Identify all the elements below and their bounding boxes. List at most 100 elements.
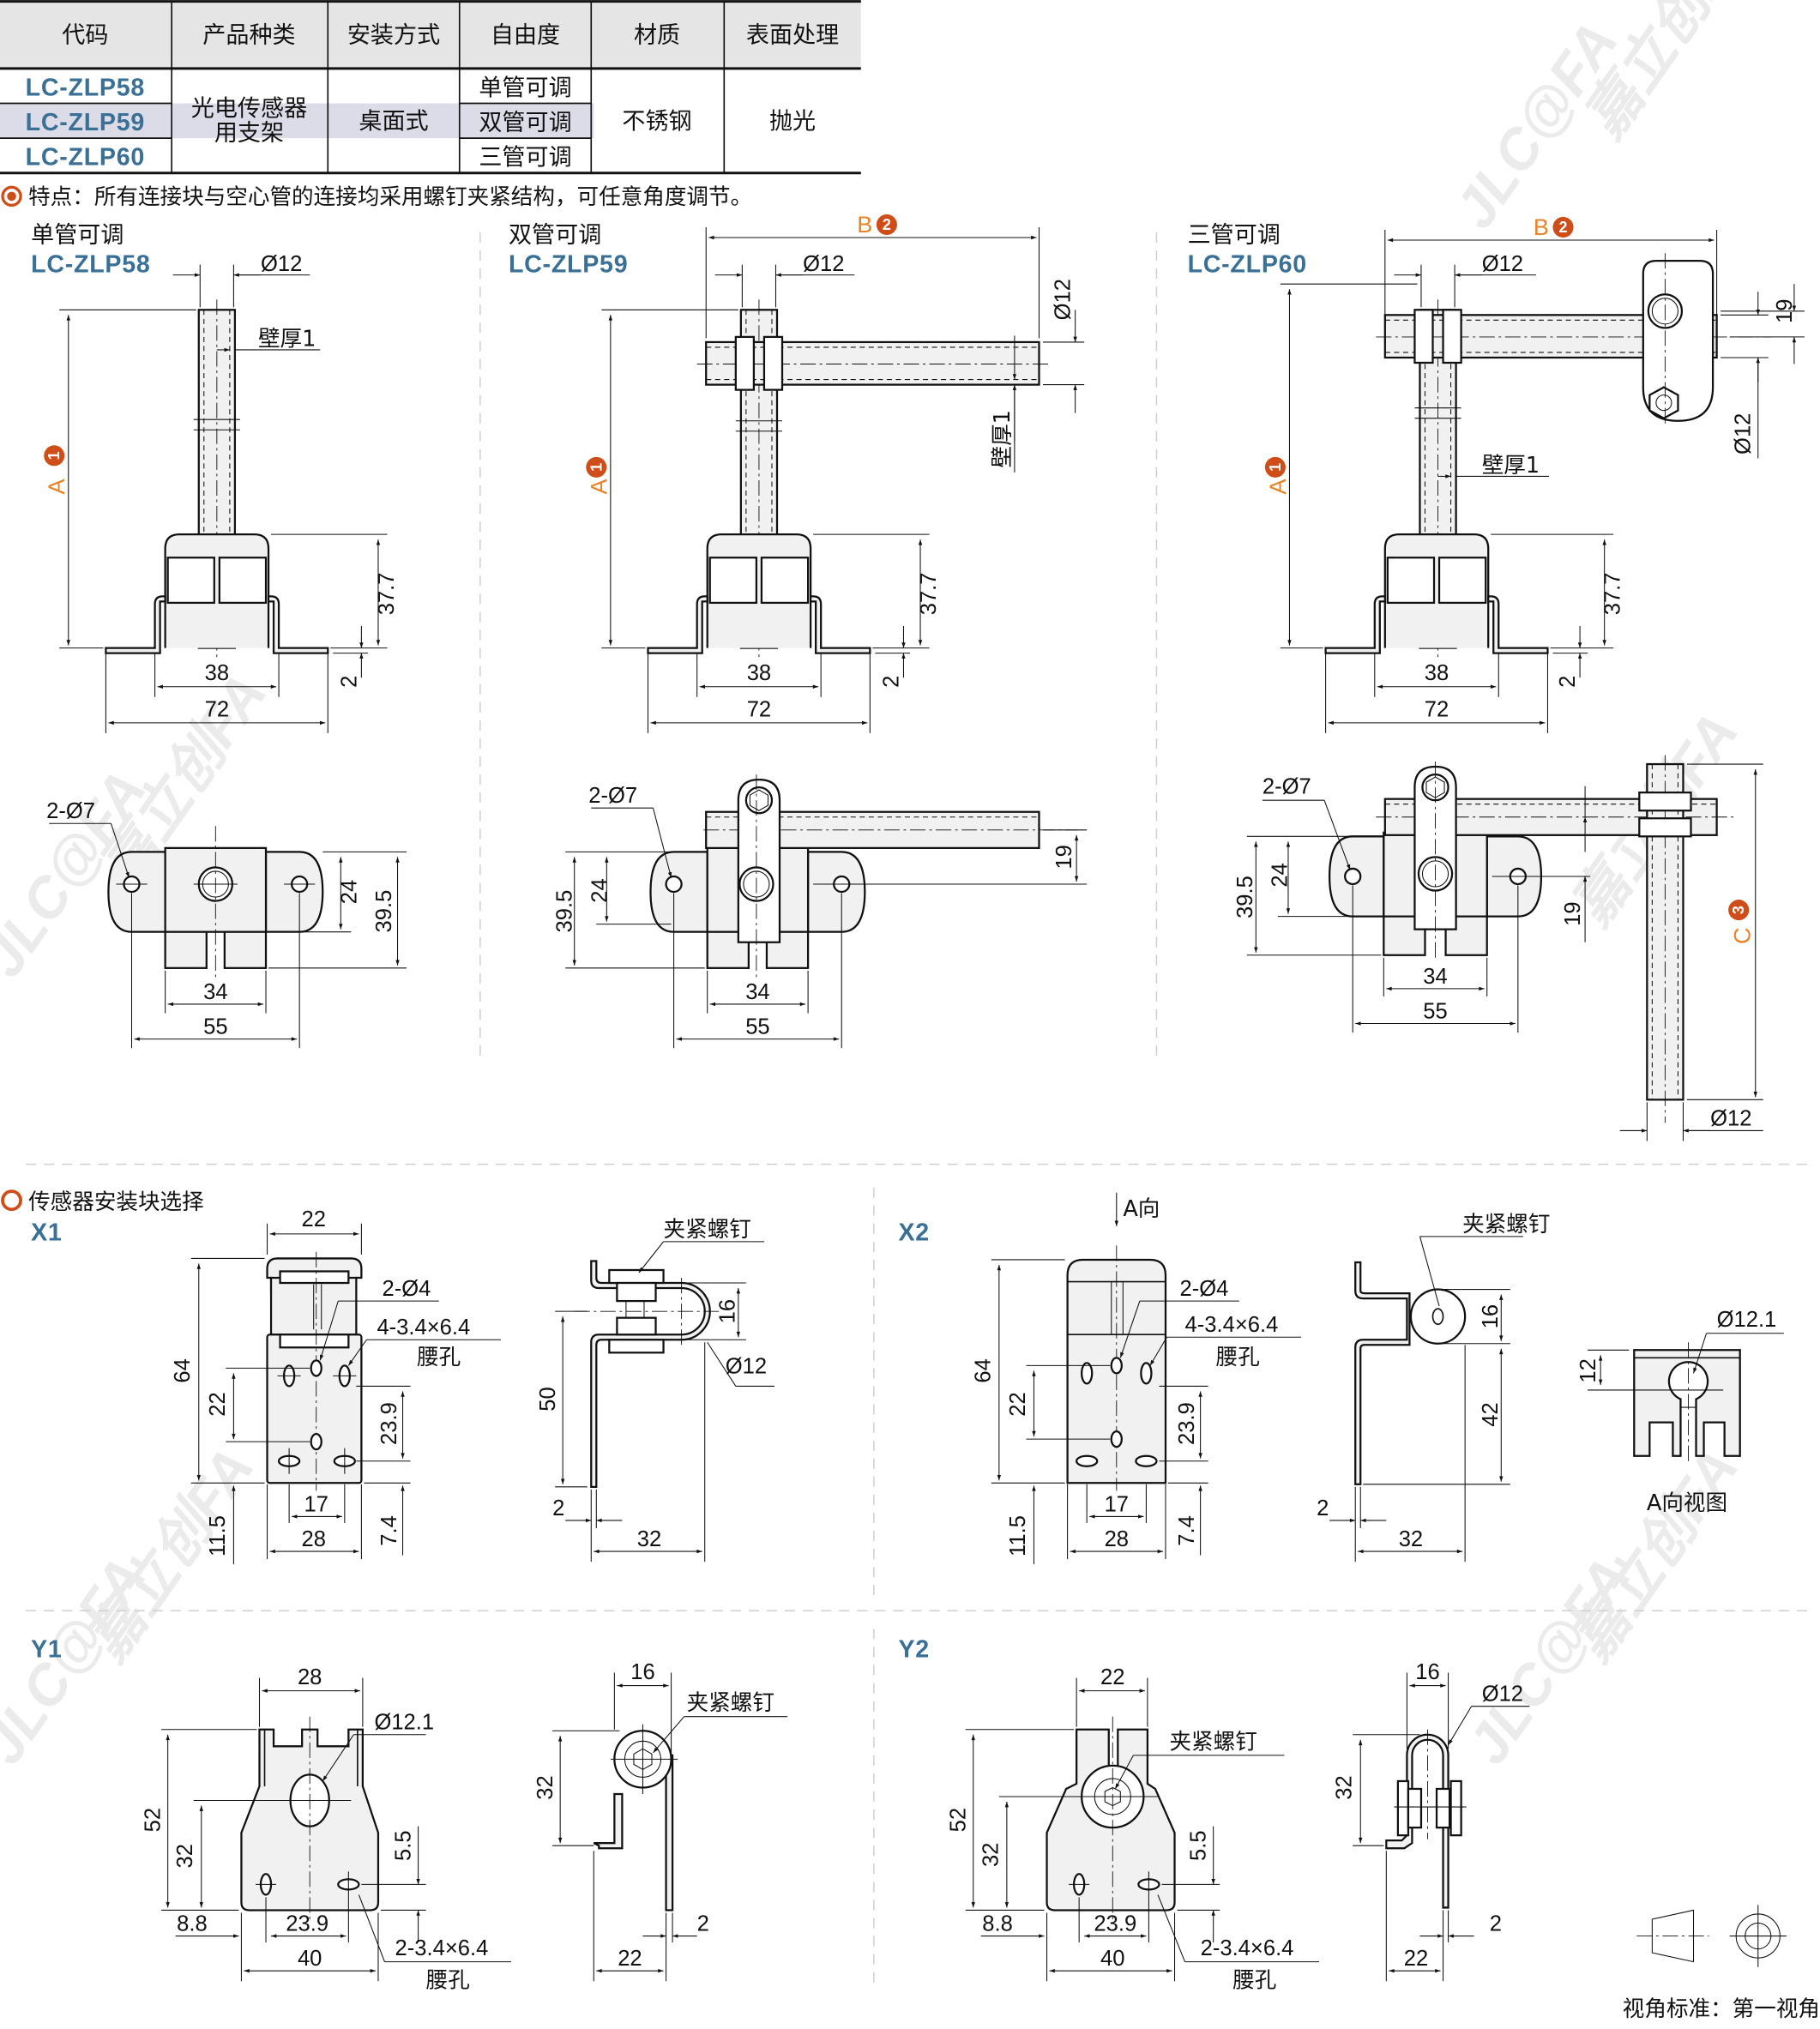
dim-16: 16 [715,1299,739,1323]
drawing-stroke [1435,1787,1451,1829]
dim-base-height: 37.7 [917,572,941,615]
freedom-cell: 单管可调 [479,75,571,101]
dimension-line [1114,1755,1134,1790]
drawing-stroke [279,1334,350,1349]
drawing-stroke [708,557,758,605]
dim-b-label: B [1534,214,1549,240]
dim-hole: 2-Ø4 [1180,1277,1229,1301]
dim-28: 28 [298,1665,322,1689]
swivel-clamp [737,778,781,943]
label-group: 19 [1561,901,1585,925]
block-x2: X2 A向 64 22 11.5 23.9 7.4 17 28 2-Ø4 4-3… [898,1192,1784,1565]
section-title: 传感器安装块选择 [28,1189,204,1215]
dim-slot: 4-3.4×6.4 [1185,1313,1279,1337]
label-group: 16 [715,1299,739,1323]
dim-28: 28 [1105,1527,1129,1551]
dim-holes: 2-Ø7 [588,784,637,808]
block-y1: Y1 28 52 32 5.5 Ø12.1 8.8 23.9 40 2-3.4×… [31,1635,788,1994]
drawing-stroke [1324,595,1386,654]
dim-55: 55 [1423,1000,1447,1024]
drawing-stroke [1140,1362,1153,1385]
label-group: 32 [173,1844,197,1868]
target-icon [1,185,22,208]
label-group: 1 [588,463,605,472]
feature-note: 特点：所有连接块与空心管的连接均采用螺钉夹紧结构，可任意角度调节。 [1,184,752,210]
dim-64: 64 [971,1358,995,1382]
drawing-stroke [1407,1787,1423,1829]
badge-1: 1 [1267,463,1284,472]
dim-holes: 2-Ø7 [1263,775,1311,799]
dimension-line [1119,1300,1141,1358]
type-cell: 光电传感器 [191,96,307,123]
dim-wall: 壁厚1 [1482,453,1540,479]
dim-22: 22 [1404,1947,1428,1971]
dimension-line [1655,394,1672,412]
horizontal-arm [705,340,1040,386]
label-group: 5.5 [392,1830,416,1861]
dim-34: 34 [1423,965,1447,989]
dim-23-9: 23.9 [286,1912,328,1936]
dim-22: 22 [1100,1665,1124,1689]
badge-2: 2 [883,216,891,233]
clamp-screw-label: 夹紧螺钉 [1169,1729,1257,1755]
drawing-stroke [760,557,810,605]
finish-cell: 抛光 [769,109,816,135]
dim-5-5: 5.5 [392,1830,416,1861]
view-arrow-label: A向 [1123,1196,1160,1222]
dim-2: 2 [1317,1496,1329,1520]
dimension-line [358,1894,385,1962]
drawing-stroke [1728,900,1750,921]
label-group: 3 [1730,906,1747,914]
dim-a-label: A [585,479,612,495]
dim-8-8: 8.8 [177,1912,208,1936]
label-group: 37.7 [375,572,399,615]
drawing-stroke [876,214,897,236]
drawing-stroke [1449,1779,1462,1837]
label-group: Ø12 [1052,279,1076,320]
dim-inner-width: 38 [1425,661,1449,685]
drawing-stroke [665,875,683,894]
label-group: A [585,479,612,495]
drawing-stroke [264,851,324,933]
dim-2: 2 [552,1496,564,1520]
table-highlight-row [0,103,594,139]
dim-hole: 2-Ø4 [382,1277,431,1301]
label-group: 32 [1333,1775,1357,1799]
dim-slot-name: 腰孔 [426,1968,470,1994]
label-group: 52 [142,1808,166,1832]
label-group: 37.7 [1601,572,1625,615]
dim-34: 34 [745,980,769,1004]
dim-tube-dia: Ø12 [803,252,844,276]
header-material: 材质 [634,22,680,49]
drawing-stroke [1442,309,1462,364]
dimension-line [1111,1281,1124,1335]
dim-tube-dia: Ø12 [1482,252,1523,276]
label-group: 19 [1773,299,1797,323]
dim-dia: Ø12 [1482,1683,1523,1707]
drawing-stroke [1431,1308,1444,1326]
badge-3: 3 [1730,906,1747,914]
block-label: X2 [898,1219,929,1246]
dimension-line [110,823,130,878]
clamp-screw-label: 夹紧螺钉 [687,1690,774,1716]
drawing-stroke [164,930,208,969]
label-group: 24 [588,878,612,902]
badge-1: 1 [45,451,63,460]
drawing-stroke [166,557,215,605]
label-group: 24 [337,880,361,904]
dimension-line [1149,1336,1167,1366]
base-ear [107,851,166,933]
drawing-stroke [706,930,750,969]
freedom-cell: 三管可调 [479,145,571,172]
dim-a-label: A [43,479,69,495]
drawing-stroke [218,557,268,605]
dimension-line [319,1300,339,1361]
base-bracket [105,595,166,654]
projection-symbol: 视角标准：第一视角 [1623,1905,1820,2022]
dim-22: 22 [206,1392,230,1416]
dim-base-height: 37.7 [1601,572,1625,615]
drawing-stroke [1413,309,1434,364]
code-cell: LC-ZLP60 [26,144,145,172]
drawing-stroke [1076,1454,1099,1467]
dim-39-5: 39.5 [372,890,396,933]
